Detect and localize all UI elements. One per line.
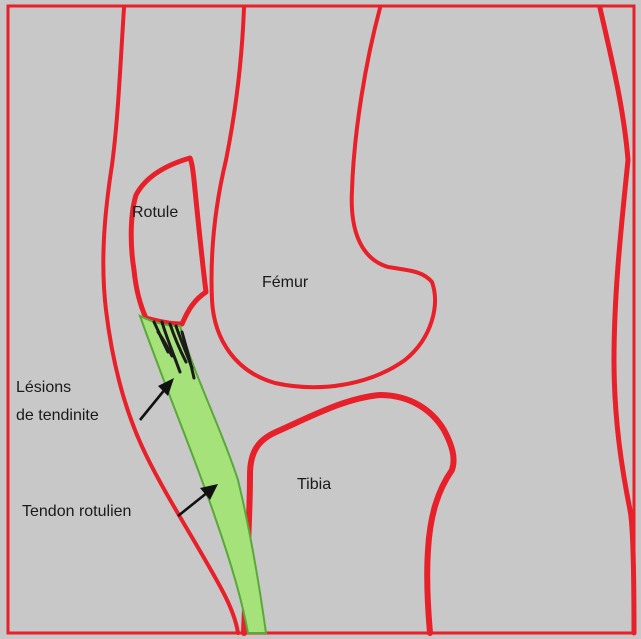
lesions-label-line1: Lésions <box>16 379 71 396</box>
femur-label: Fémur <box>262 274 309 291</box>
tibia-label: Tibia <box>297 476 331 493</box>
patella-label: Rotule <box>132 204 178 221</box>
tendon-label: Tendon rotulien <box>22 503 131 520</box>
lesions-label-line2: de tendinite <box>16 407 99 424</box>
